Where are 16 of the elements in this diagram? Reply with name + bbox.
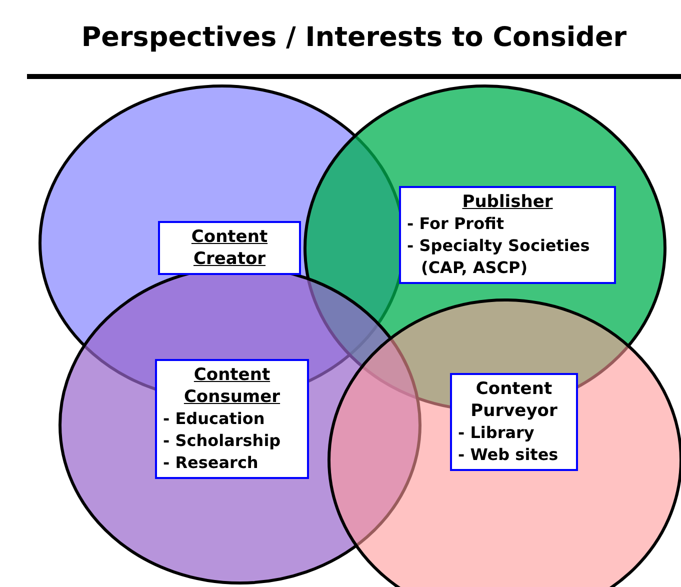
box-heading: Content Consumer [182, 364, 282, 408]
list-item: - Scholarship [163, 430, 282, 452]
list-item: - Specialty Societies (CAP, ASCP) [407, 235, 591, 279]
list-item: - Web sites [458, 444, 560, 466]
text-box [399, 186, 616, 284]
list-item: - Education [163, 408, 266, 430]
list-item: - For Profit [407, 213, 506, 235]
list-item: - Research [163, 452, 260, 474]
box-heading: Content Creator [190, 226, 269, 270]
title: Perspectives / Interests to Consider [80, 22, 628, 53]
text-box [155, 359, 309, 479]
box-heading: Content Purveyor [470, 378, 558, 422]
list-item: - Library [458, 422, 536, 444]
text-box [158, 221, 301, 275]
text-box [450, 373, 578, 471]
box-heading: Publisher [461, 191, 554, 213]
